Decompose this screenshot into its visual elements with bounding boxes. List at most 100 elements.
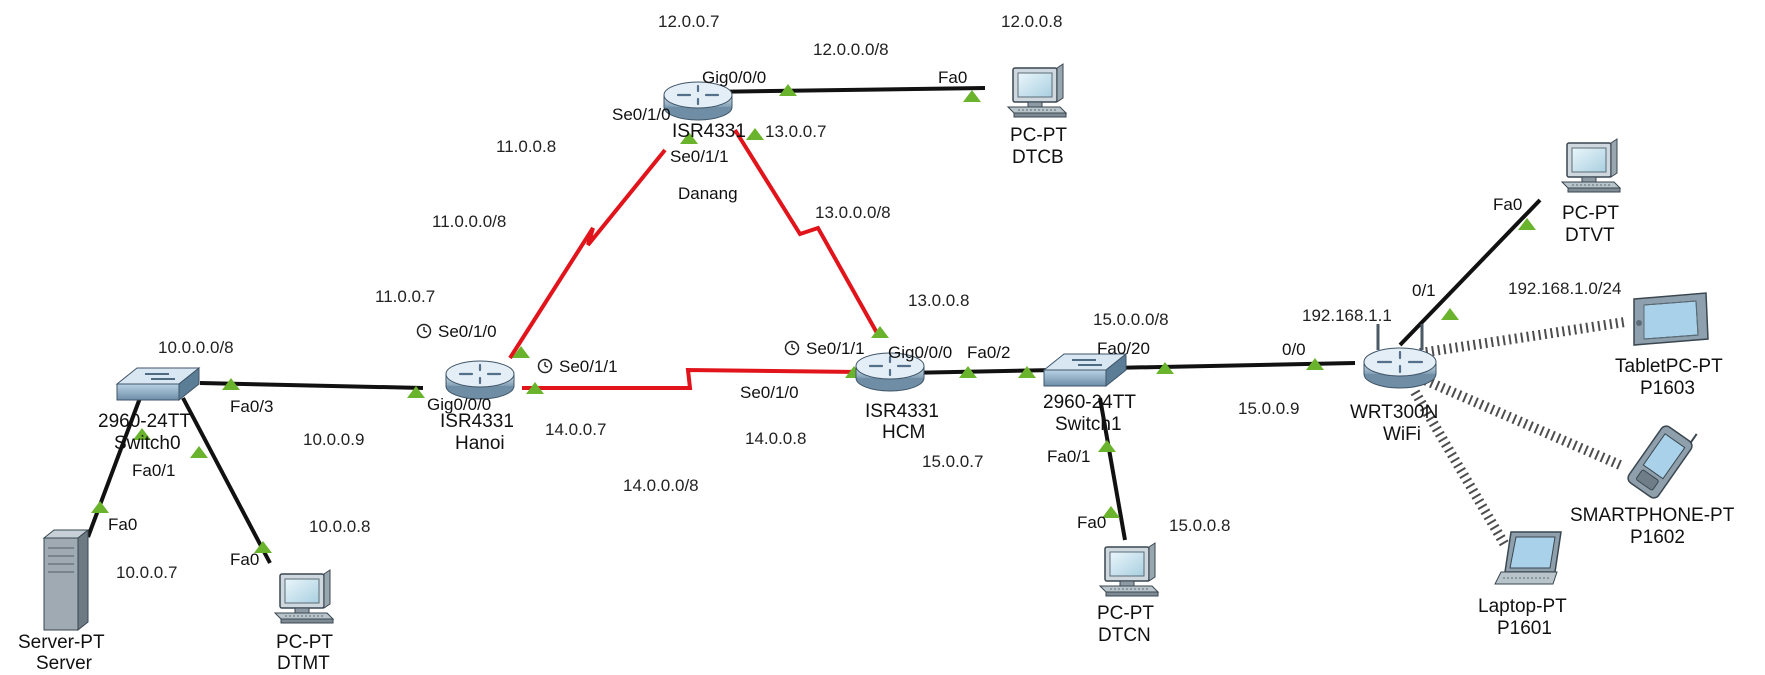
address-notes: 12.0.0.7 12.0.0.8 12.0.0.0/8 11.0.0.8 11… xyxy=(116,12,1621,582)
note-label: 15.0.0.7 xyxy=(922,452,983,471)
link-danang-hanoi-serial[interactable] xyxy=(508,148,667,360)
port-label: Gig0/0/0 xyxy=(702,68,766,87)
link-up-indicator xyxy=(1156,362,1174,374)
link-up-indicator xyxy=(1441,308,1459,320)
device-model-label: PC-PT xyxy=(276,632,333,653)
link-wifi-dtvt[interactable] xyxy=(1398,198,1542,347)
port-label: 0/1 xyxy=(1412,281,1436,300)
port-label: Fa0/1 xyxy=(132,461,175,480)
link-up-indicator xyxy=(746,128,764,140)
port-label: Fa0 xyxy=(1077,513,1106,532)
port-label: Se0/1/0 xyxy=(740,383,799,402)
device-name-label: HCM xyxy=(882,422,925,443)
link-danang-dtcb[interactable] xyxy=(704,86,986,94)
port-label: Se0/1/1 xyxy=(806,339,865,358)
device-dtmt[interactable]: PC-PT DTMT xyxy=(274,569,334,674)
port-label: Gig0/0/0 xyxy=(427,395,491,414)
note-label: 11.0.0.8 xyxy=(496,137,556,156)
note-label: 15.0.0.9 xyxy=(1238,399,1299,418)
device-model-label: TabletPC-PT xyxy=(1615,356,1723,377)
router-icon xyxy=(662,80,734,122)
link-up-indicator xyxy=(407,386,425,398)
link-switch0-hanoi[interactable] xyxy=(199,381,424,390)
laptop-icon xyxy=(1494,531,1562,585)
link-up-indicator xyxy=(779,84,797,96)
device-name-label: P1601 xyxy=(1497,618,1552,639)
device-model-label: 2960-24TT xyxy=(1043,392,1136,413)
device-danang[interactable]: ISR4331 Danang xyxy=(662,80,746,203)
link-up-indicator xyxy=(91,501,109,513)
note-label: 10.0.0.9 xyxy=(303,430,364,449)
device-model-label: Server-PT xyxy=(18,632,105,653)
device-name-label: DTCB xyxy=(1012,147,1064,168)
port-label: Se0/1/0 xyxy=(612,105,671,124)
device-model-label: PC-PT xyxy=(1010,125,1067,146)
device-name-label: Switch0 xyxy=(114,433,181,454)
note-label: 15.0.0.8 xyxy=(1169,516,1230,535)
link-switch0-server[interactable] xyxy=(86,397,142,538)
link-up-indicator xyxy=(512,346,530,358)
link-hanoi-hcm-serial[interactable] xyxy=(522,367,861,390)
device-name-label: Server xyxy=(36,653,93,674)
device-hcm[interactable]: ISR4331 HCM xyxy=(854,351,939,443)
link-hcm-switch1[interactable] xyxy=(904,368,1056,375)
device-p1602[interactable]: SMARTPHONE-PT P1602 xyxy=(1570,414,1735,548)
device-wifi[interactable]: WRT300N WiFi xyxy=(1350,322,1438,445)
port-label: Fa0/3 xyxy=(230,397,273,416)
device-p1601[interactable]: Laptop-PT P1601 xyxy=(1478,531,1567,639)
clock-icon xyxy=(537,358,553,374)
device-name-label: DTCN xyxy=(1098,625,1151,646)
device-name-label: WiFi xyxy=(1383,424,1421,445)
port-label: Fa0/1 xyxy=(1047,447,1090,466)
links xyxy=(86,86,1626,564)
port-label: Fa0/20 xyxy=(1097,339,1150,358)
port-label: Gig0/0/0 xyxy=(888,343,952,362)
device-model-label: Laptop-PT xyxy=(1478,596,1567,617)
note-label: 10.0.0.0/8 xyxy=(158,338,234,357)
port-label: Fa0 xyxy=(938,68,967,87)
link-up-indicator xyxy=(1518,218,1536,230)
note-label: 11.0.0.7 xyxy=(375,287,435,306)
link-switch0-dtmt[interactable] xyxy=(181,397,272,564)
link-switch1-dtcn[interactable] xyxy=(1098,397,1127,541)
link-status-indicators xyxy=(91,84,1536,553)
note-label: 12.0.0.7 xyxy=(658,12,719,31)
port-label: Se0/1/0 xyxy=(438,322,497,341)
pc-icon xyxy=(1099,542,1159,597)
note-label: 10.0.0.8 xyxy=(309,517,370,536)
device-name-label: Switch1 xyxy=(1055,414,1122,435)
link-up-indicator xyxy=(1098,440,1116,452)
note-label: 14.0.0.0/8 xyxy=(623,476,699,495)
device-switch1[interactable]: 2960-24TT Switch1 xyxy=(1043,353,1136,435)
device-server[interactable]: Server-PT Server xyxy=(18,529,105,674)
device-dtvt[interactable]: PC-PT DTVT xyxy=(1561,138,1621,246)
port-labels: Gig0/0/0 Se0/1/0 Se0/1/1 Fa0 Se0/1/0 Se0… xyxy=(108,68,1522,569)
device-model-label: WRT300N xyxy=(1350,402,1438,423)
device-name-label: DTVT xyxy=(1565,225,1615,246)
smartphone-icon xyxy=(1624,414,1701,502)
device-model-label: PC-PT xyxy=(1562,203,1619,224)
note-label: 12.0.0.8 xyxy=(1001,12,1062,31)
note-label: 13.0.0.7 xyxy=(765,122,826,141)
port-label: Fa0 xyxy=(108,515,137,534)
port-label: Fa0/2 xyxy=(967,343,1010,362)
link-up-indicator xyxy=(526,382,544,394)
switch-icon xyxy=(116,367,200,401)
device-dtcn[interactable]: PC-PT DTCN xyxy=(1097,542,1159,646)
device-switch0[interactable]: 2960-24TT Switch0 xyxy=(98,367,200,454)
link-up-indicator xyxy=(222,378,240,390)
link-up-indicator xyxy=(1102,506,1120,518)
device-hanoi[interactable]: ISR4331 Hanoi xyxy=(440,359,516,454)
link-up-indicator xyxy=(871,326,889,338)
port-label: Se0/1/1 xyxy=(670,147,729,166)
device-p1603[interactable]: TabletPC-PT P1603 xyxy=(1615,292,1723,399)
link-up-indicator xyxy=(680,132,698,144)
router-icon xyxy=(444,359,516,401)
link-danang-hcm-serial[interactable] xyxy=(733,128,879,334)
device-dtcb[interactable]: PC-PT DTCB xyxy=(1007,63,1067,168)
note-label: 192.168.1.1 xyxy=(1302,306,1392,325)
note-label: 13.0.0.0/8 xyxy=(815,203,891,222)
link-up-indicator xyxy=(133,428,151,440)
note-label: 11.0.0.0/8 xyxy=(432,212,506,231)
link-up-indicator xyxy=(254,541,272,553)
